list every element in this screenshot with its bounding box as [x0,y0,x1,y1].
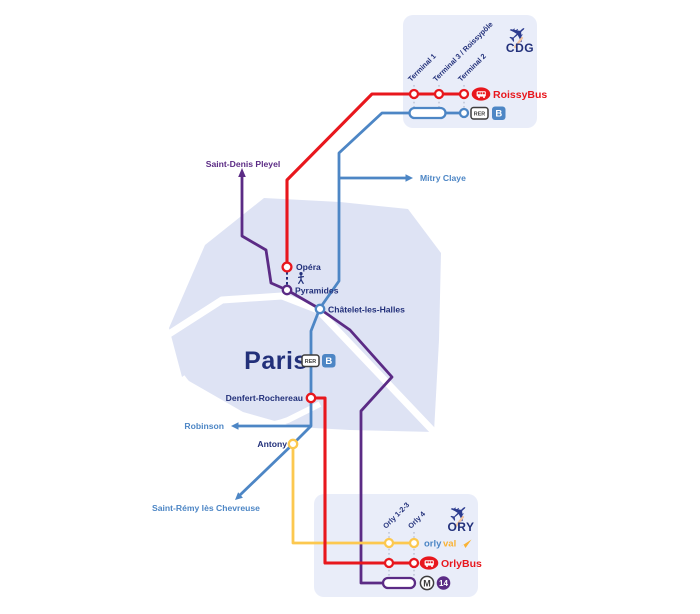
cdg-rer-terminal2-station [458,107,470,119]
center-line-b-badge: B [322,354,336,368]
cdg-airport-box [403,15,537,128]
svg-text:M: M [423,578,431,588]
seine-river-path [167,292,437,435]
svg-text:B: B [495,108,502,119]
svg-text:RER: RER [305,359,316,365]
rer-b-arrow-saint-remy [235,492,243,500]
antony-label: Antony [257,439,287,449]
rer-b-arrow-robinson [231,422,239,430]
ory-code-label: ORY [447,520,474,534]
cdg-line-b-badge: B [492,106,506,120]
antony-station [287,438,299,450]
orlybus-label: OrlyBus [441,558,482,570]
ory-airport-box [314,494,478,597]
paris-area-shape [169,198,441,432]
cdg-code-label: CDG [506,41,534,55]
seine-river-loop [179,375,322,429]
ory-orlybus-orly4-station [408,557,420,569]
svg-text:RER: RER [474,111,485,117]
denfert-label: Denfert-Rochereau [226,393,303,403]
mitry-claye-label: Mitry Claye [420,173,466,183]
orlyval-paper-plane-icon [460,539,472,548]
orlyval-logo-orly: orly [424,539,442,550]
ory-orlyval-orly123-station [383,537,395,549]
denfert-station [305,392,317,404]
saint-remy-label: Saint-Rémy lès Chevreuse [152,503,260,513]
ory-orlybus-orly123-station [383,557,395,569]
orlyval-line [291,444,414,545]
metro14-arrow-saint-denis [238,168,246,177]
opera-label: Opéra [296,262,321,272]
cdg-plane-contrail [513,36,524,49]
cdg-roissybus-terminal3-station [433,88,445,100]
pyramides-station [281,284,293,296]
ory-metro14-oval-station [381,576,417,590]
paris-label: Paris [244,347,308,375]
chatelet-label: Châtelet-les-Halles [328,305,405,315]
rer-b-arrow-mitry [405,174,413,182]
svg-text:B: B [325,356,332,367]
robinson-label: Robinson [184,421,224,431]
line-14-roundel: 14 [436,576,451,590]
center-rer-badge: RER [301,354,320,368]
orlybus-line [311,396,414,565]
roissybus-label: RoissyBus [493,89,547,101]
opera-station [281,261,293,273]
ory-plane-contrail [454,515,465,528]
chatelet-station [314,303,326,315]
orlybus-bus-icon [419,556,439,570]
pyramides-label: Pyramides [295,286,339,296]
roissybus-bus-icon [471,87,491,101]
metro-roundel: M [419,575,435,591]
svg-text:14: 14 [439,579,448,588]
walking-person-icon [298,272,304,284]
cdg-rer-terminals-oval-station [408,106,447,120]
orlyval-logo-val: val [443,539,456,550]
saint-denis-pleyel-label: Saint-Denis Pleyel [206,159,281,169]
cdg-rer-badge: RER [470,106,489,120]
cdg-roissybus-terminal1-station [408,88,420,100]
ory-orlyval-orly4-station [408,537,420,549]
cdg-roissybus-terminal2-station [458,88,470,100]
